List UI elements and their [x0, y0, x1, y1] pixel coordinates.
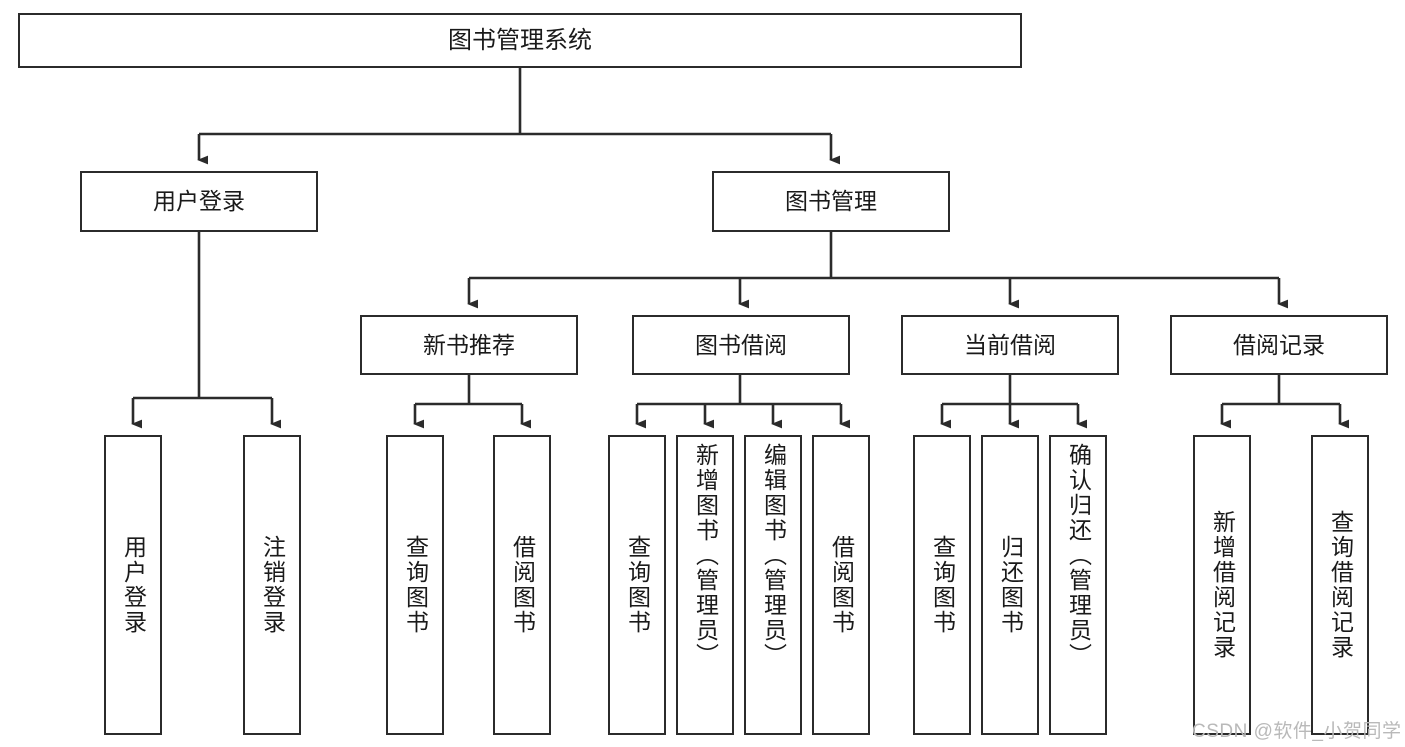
- leaf-query-borrow-record[interactable]: 查询借阅记录: [1311, 435, 1369, 735]
- leaf-confirm-return-admin-label: 确认归还（管理员）: [1065, 443, 1092, 668]
- leaf-query-book-current[interactable]: 查询图书: [913, 435, 971, 735]
- node-root-system-label: 图书管理系统: [448, 26, 592, 54]
- leaf-query-book-borrow[interactable]: 查询图书: [608, 435, 666, 735]
- node-book-borrow-label: 图书借阅: [695, 331, 787, 358]
- leaf-logout-label: 注销登录: [259, 535, 286, 635]
- leaf-query-borrow-record-label: 查询借阅记录: [1327, 510, 1354, 660]
- leaf-borrow-book-recommend[interactable]: 借阅图书: [493, 435, 551, 735]
- leaf-query-book-recommend[interactable]: 查询图书: [386, 435, 444, 735]
- leaf-return-book[interactable]: 归还图书: [981, 435, 1039, 735]
- node-book-management-label: 图书管理: [785, 188, 877, 215]
- leaf-query-book-recommend-label: 查询图书: [402, 535, 429, 635]
- node-root-system[interactable]: 图书管理系统: [18, 13, 1022, 68]
- node-user-login[interactable]: 用户登录: [80, 171, 318, 232]
- leaf-add-borrow-record[interactable]: 新增借阅记录: [1193, 435, 1251, 735]
- node-book-borrow[interactable]: 图书借阅: [632, 315, 850, 375]
- leaf-user-login[interactable]: 用户登录: [104, 435, 162, 735]
- node-current-borrow-label: 当前借阅: [964, 331, 1056, 358]
- leaf-borrow-book-recommend-label: 借阅图书: [509, 535, 536, 635]
- leaf-borrow-book[interactable]: 借阅图书: [812, 435, 870, 735]
- node-current-borrow[interactable]: 当前借阅: [901, 315, 1119, 375]
- leaf-add-book-admin-label: 新增图书（管理员）: [692, 443, 719, 668]
- leaf-add-borrow-record-label: 新增借阅记录: [1209, 510, 1236, 660]
- leaf-query-book-borrow-label: 查询图书: [624, 535, 651, 635]
- node-book-management[interactable]: 图书管理: [712, 171, 950, 232]
- leaf-confirm-return-admin[interactable]: 确认归还（管理员）: [1049, 435, 1107, 735]
- leaf-query-book-current-label: 查询图书: [929, 535, 956, 635]
- leaf-add-book-admin[interactable]: 新增图书（管理员）: [676, 435, 734, 735]
- node-borrow-record-label: 借阅记录: [1233, 331, 1325, 358]
- leaf-edit-book-admin[interactable]: 编辑图书（管理员）: [744, 435, 802, 735]
- leaf-edit-book-admin-label: 编辑图书（管理员）: [760, 443, 787, 668]
- leaf-return-book-label: 归还图书: [997, 535, 1024, 635]
- node-new-book-recommend-label: 新书推荐: [423, 331, 515, 358]
- leaf-borrow-book-label: 借阅图书: [828, 535, 855, 635]
- leaf-user-login-label: 用户登录: [120, 535, 147, 635]
- leaf-logout[interactable]: 注销登录: [243, 435, 301, 735]
- node-new-book-recommend[interactable]: 新书推荐: [360, 315, 578, 375]
- node-user-login-label: 用户登录: [153, 188, 245, 215]
- node-borrow-record[interactable]: 借阅记录: [1170, 315, 1388, 375]
